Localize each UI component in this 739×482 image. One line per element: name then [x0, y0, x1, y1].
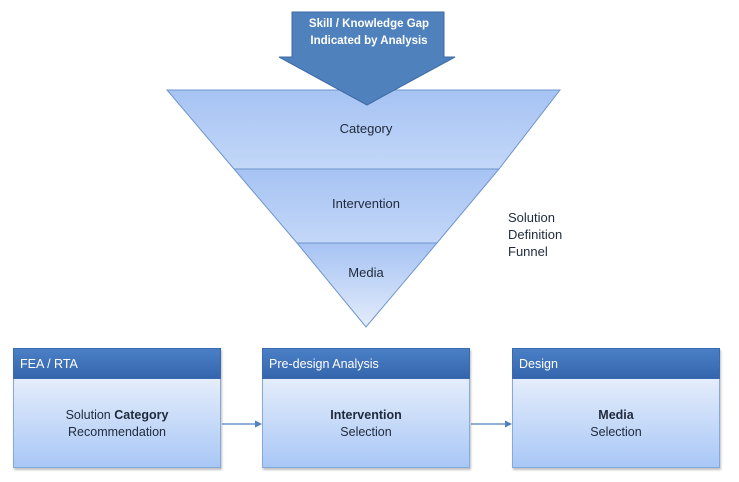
body-text: Solution [65, 408, 115, 422]
funnel-level-media [295, 242, 439, 328]
arrow-label: Skill / Knowledge Gap Indicated by Analy… [296, 16, 442, 50]
body-line2: Selection [590, 425, 642, 439]
process-box-pre-design: Pre-design Analysis Intervention Selecti… [262, 348, 470, 468]
process-box-body: Media Selection [512, 379, 720, 468]
body-line2: Recommendation [68, 425, 166, 439]
process-box-header: FEA / RTA [13, 348, 221, 379]
process-box-design: Design Media Selection [512, 348, 720, 468]
funnel-side-label: Solution Definition Funnel [508, 209, 562, 260]
side-label-line2: Definition [508, 227, 563, 242]
funnel-label-media: Media [348, 265, 384, 280]
body-bold-text: Media [598, 408, 634, 422]
funnel-label-intervention: Intervention [332, 196, 400, 211]
body-bold-text: Intervention [330, 408, 402, 422]
arrow-label-line1: Skill / Knowledge Gap [308, 18, 430, 30]
process-box-header: Design [512, 348, 720, 379]
process-box-body: Solution Category Recommendation [13, 379, 221, 468]
body-bold-text: Category [114, 408, 169, 422]
funnel-label-category: Category [339, 121, 393, 136]
body-line2: Selection [340, 425, 392, 439]
side-label-line3: Funnel [508, 244, 548, 259]
down-arrow-shape [278, 11, 456, 106]
process-box-header: Pre-design Analysis [262, 348, 470, 379]
side-label-line1: Solution [508, 210, 555, 225]
arrow-label-line2: Indicated by Analysis [310, 35, 428, 47]
process-box-fea-rta: FEA / RTA Solution Category Recommendati… [13, 348, 221, 468]
process-box-body: Intervention Selection [262, 379, 470, 468]
